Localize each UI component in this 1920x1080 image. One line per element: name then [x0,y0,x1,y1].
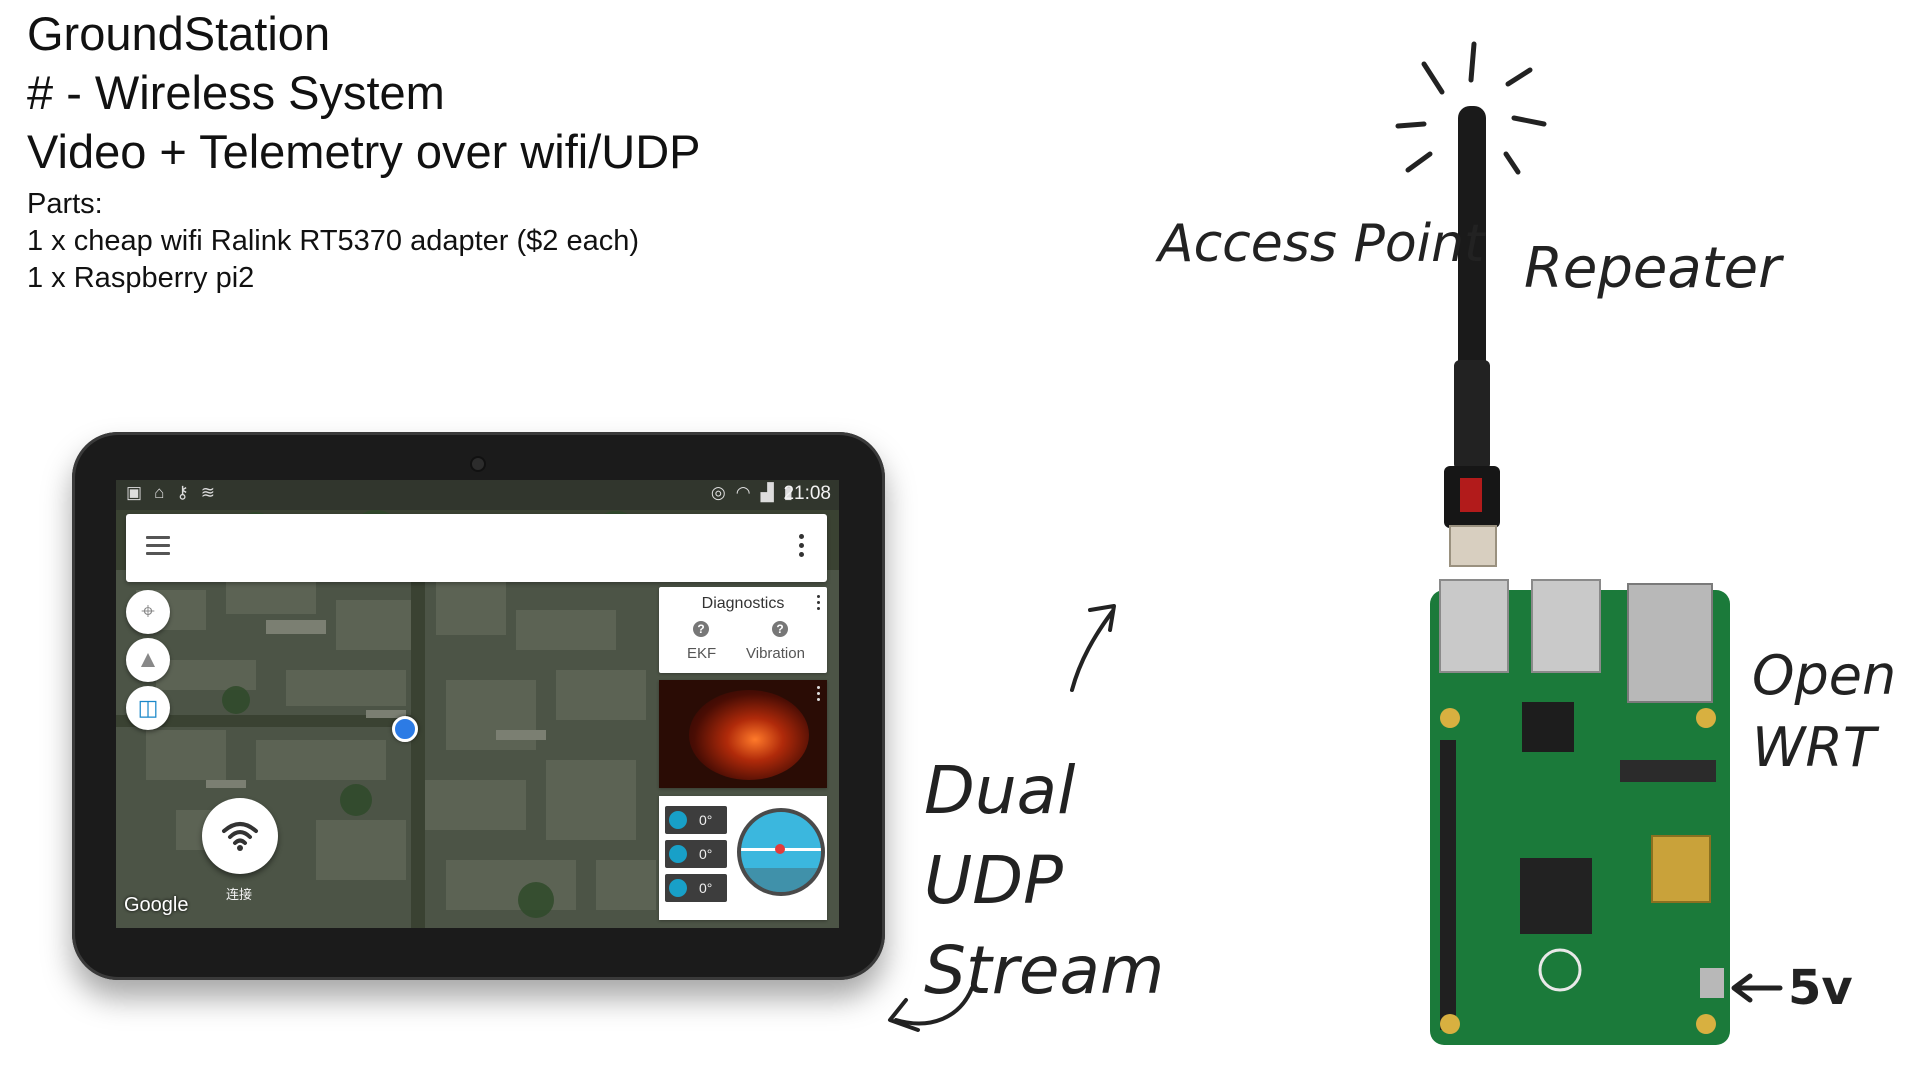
locate-button[interactable]: ⌖ [126,590,170,634]
signal-waves-icon: ≋ [200,483,216,502]
navigation-button[interactable]: ▲ [126,638,170,682]
attitude-panel: 0° 0° 0° [659,796,827,920]
connect-button[interactable] [202,798,278,874]
connect-label: 连接 [226,887,253,902]
diagnostics-panel[interactable]: Diagnostics ? EKF ? Vibration [659,587,827,673]
gps-icon: ◎ [710,483,726,502]
title-line-3: Video + Telemetry over wifi/UDP [27,125,701,178]
title-line-1: GroundStation [27,7,331,60]
tablet-device: ▣ ⌂ ⚷ ≋ ◎ ◠ ▟ ▮ 21:08 ⌖ [72,432,885,980]
ekf-status-icon: ? [693,621,709,637]
pitch-icon [669,845,687,863]
wifi-icon [222,822,258,851]
map-layers-button[interactable]: ◫ [126,686,170,730]
vibration-status-icon: ? [772,621,788,637]
video-frame [689,690,809,780]
repeater-label: Repeater [1524,236,1782,301]
part-item-1: 1 x cheap wifi Ralink RT5370 adapter ($2… [27,225,640,257]
part-item-2: 1 x Raspberry pi2 [27,262,255,294]
parts-label: Parts: [27,188,103,220]
yaw-readout: 0° [665,874,727,902]
battery-icon: ▮ [783,483,793,502]
navigation-arrow-icon: ▲ [136,646,160,673]
wifi-status-icon: ◠ [735,483,751,502]
image-icon: ▣ [126,483,143,502]
dual-udp-stream-label: Dual UDP Stream [924,752,1165,1009]
pitch-readout: 0° [665,840,727,868]
diagnostics-title: Diagnostics [701,595,785,612]
roll-readout: 0° [665,806,727,834]
yaw-icon [669,879,687,897]
google-logo: Google [124,894,189,916]
overflow-menu-icon[interactable] [799,534,805,560]
status-clock: 21:08 [783,483,831,504]
vibration-label: Vibration [746,645,805,662]
key-icon: ⚷ [176,483,189,502]
hamburger-menu-icon[interactable] [146,536,170,556]
access-point-label: Access Point [1158,214,1485,274]
cell-signal-icon: ▟ [760,483,774,502]
tablet-screen: ▣ ⌂ ⚷ ≋ ◎ ◠ ▟ ▮ 21:08 ⌖ [116,480,839,928]
status-bar: ▣ ⌂ ⚷ ≋ ◎ ◠ ▟ ▮ 21:08 [116,480,839,510]
diagnostics-menu-icon[interactable] [817,595,821,613]
vehicle-location-marker[interactable] [392,716,418,742]
video-menu-icon[interactable] [817,686,821,701]
tablet-camera [470,456,486,472]
title-line-2: # - Wireless System [27,66,445,119]
app-bar [126,514,827,582]
power-5v-label: 5v [1788,960,1853,1016]
artificial-horizon [737,808,825,896]
roll-icon [669,811,687,829]
lock-icon: ⌂ [154,483,165,502]
crosshair-icon: ⌖ [141,598,155,625]
open-wrt-label: Open WRT [1752,644,1897,779]
video-stream-panel[interactable] [659,680,827,788]
ekf-label: EKF [687,645,717,662]
split-view-icon: ◫ [137,695,159,720]
